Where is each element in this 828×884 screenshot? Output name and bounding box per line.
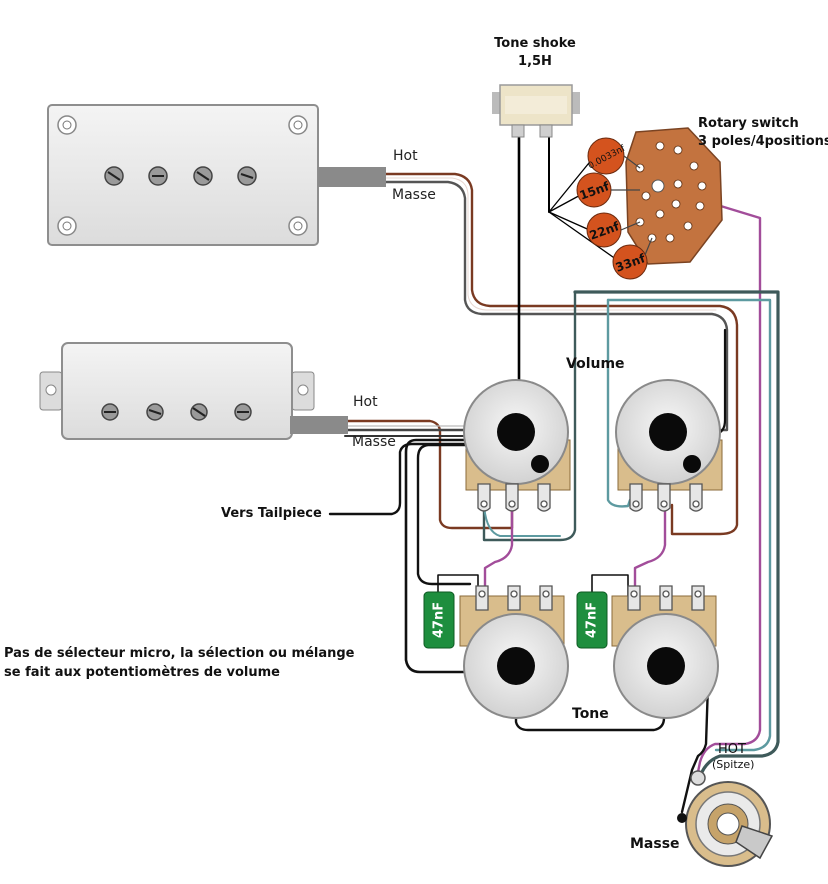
note-line-1: Pas de sélecteur micro, la sélection ou …	[4, 646, 355, 661]
tone-capacitor-left: 47nF	[423, 591, 455, 649]
ground-bus-left	[404, 438, 502, 674]
neck-pickup	[47, 104, 386, 246]
note-text: Pas de sélecteur micro, la sélection ou …	[4, 644, 355, 682]
tone-cap-left-label: 47nF	[432, 602, 447, 638]
neck-hot-label: Hot	[393, 148, 418, 164]
rotary-switch-spec: 3 poles/4positions	[698, 134, 828, 149]
tone-choke-value: 1,5H	[518, 54, 552, 69]
ground-bus-left-2	[416, 443, 502, 586]
tone-choke	[492, 84, 580, 138]
bridge-ground-label: Masse	[352, 434, 396, 450]
mount-screw-icon	[57, 115, 77, 135]
rotary-switch	[625, 127, 723, 265]
neck-pickup-cable	[318, 167, 386, 187]
pot-lugs	[475, 585, 553, 611]
tone-pot-right	[611, 585, 719, 719]
tone-capacitor-right: 47nF	[576, 591, 608, 649]
bridge-hot-label: Hot	[353, 394, 378, 410]
jack-tip-label: (Spitze)	[712, 758, 755, 771]
output-bus-teal-left	[606, 298, 632, 508]
pole-pieces	[104, 166, 257, 186]
mount-screw-icon	[288, 115, 308, 135]
rotary-capacitors: 0.0033nf 15nf 22nf 33nf	[576, 137, 653, 280]
jack-ground-lug-icon	[677, 813, 687, 823]
tailpiece-label: Vers Tailpiece	[221, 506, 322, 521]
mount-screw-icon	[57, 216, 77, 236]
capacitor-33	[612, 244, 648, 280]
neck-ground-wire	[383, 180, 729, 432]
purple-link-right	[633, 508, 667, 602]
tone-choke-title: Tone shoke 1,5H	[478, 36, 592, 69]
tone-cap-right-label: 47nF	[585, 602, 600, 638]
jack-hot-label: HOT	[718, 742, 746, 757]
pot-shaft-icon	[647, 647, 685, 685]
pot-shaft-icon	[497, 647, 535, 685]
neck-hot-wire-tint	[384, 177, 717, 311]
mount-screw-icon	[288, 216, 308, 236]
pole-pieces	[101, 403, 252, 421]
pot-shaft-icon	[649, 413, 687, 451]
pot-lugs	[627, 585, 705, 611]
pot-lugs	[629, 483, 703, 512]
cap-fan-1	[548, 157, 594, 213]
cap-fan-4	[548, 211, 621, 263]
bridge-pickup-cable	[290, 416, 348, 434]
pot-lugs	[477, 483, 551, 512]
jack-tip-lug-icon	[690, 770, 706, 786]
tone-pot-left	[459, 585, 569, 719]
rotary-switch-title: Rotary switch 3 poles/4positions	[698, 116, 828, 149]
bridge-hot-wire	[343, 419, 514, 530]
output-bus-dark-left	[482, 290, 577, 542]
note-line-2: se fait aux potentiomètres de volume	[4, 665, 280, 680]
output-bus-teal	[606, 298, 772, 752]
output-jack	[677, 770, 774, 867]
tone-link-wire	[514, 668, 666, 732]
tone-label: Tone	[572, 706, 609, 722]
wires	[328, 136, 780, 814]
volume-label: Volume	[566, 356, 625, 372]
purple-link-left	[483, 508, 514, 602]
neck-ground-label: Masse	[392, 187, 436, 203]
rotary-switch-name: Rotary switch	[698, 116, 799, 131]
tone-choke-name: Tone shoke	[494, 36, 576, 51]
bridge-pickup	[39, 342, 348, 440]
tailpiece-wire	[328, 442, 472, 516]
volume-pot-right	[615, 379, 723, 512]
pot-shaft-icon	[497, 413, 535, 451]
jack-ground-label: Masse	[630, 836, 680, 852]
cap-fan-3	[548, 211, 595, 233]
rotary-purple-wire	[653, 184, 762, 784]
output-bus-dark	[573, 290, 780, 774]
volume-pot-left	[463, 379, 571, 512]
neck-hot-wire	[383, 172, 739, 536]
